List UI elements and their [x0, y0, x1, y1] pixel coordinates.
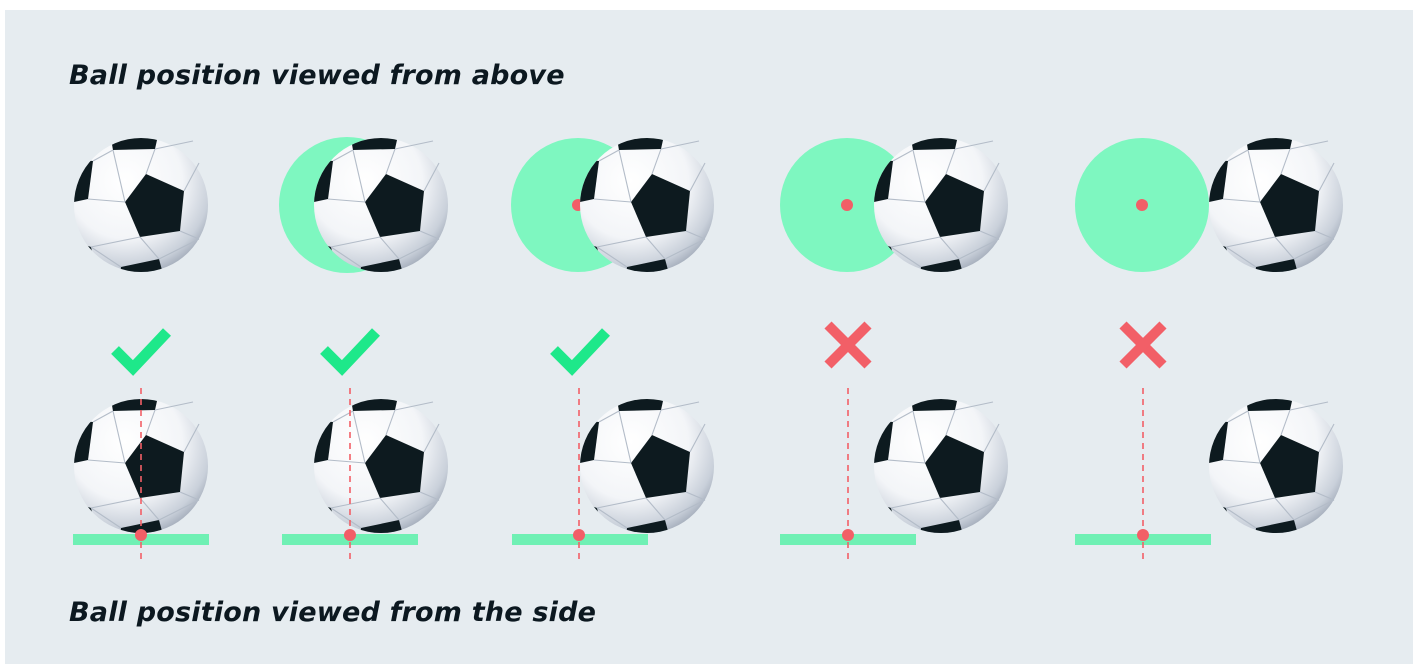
spot-marker-top-5 [1136, 199, 1148, 211]
ball-side-3 [575, 392, 723, 544]
verdict-row [115, 325, 1163, 368]
spot-marker-top-4 [841, 199, 853, 211]
spot-marker-side-5 [1137, 529, 1149, 541]
heading-side-view: Ball position viewed from the side [69, 597, 597, 628]
cross-icon [1123, 325, 1163, 365]
ball-top-4 [869, 131, 1017, 283]
check-icon [115, 332, 167, 368]
check-icon [554, 332, 606, 368]
spot-marker-side-4 [842, 529, 854, 541]
top-row [69, 131, 1352, 283]
cross-icon [828, 325, 868, 365]
ball-side-2 [309, 392, 457, 544]
check-icon [324, 332, 376, 368]
spot-marker-side-1 [135, 529, 147, 541]
heading-top-view: Ball position viewed from above [69, 60, 565, 91]
ball-side-1 [69, 392, 217, 544]
spot-marker-side-3 [573, 529, 585, 541]
ball-side-5 [1204, 392, 1352, 544]
bottom-row [69, 388, 1352, 562]
ball-side-4 [869, 392, 1017, 544]
ball-top-5 [1204, 131, 1352, 283]
spot-marker-side-2 [344, 529, 356, 541]
ball-top-1 [69, 131, 217, 283]
diagram-panel [5, 10, 1413, 664]
